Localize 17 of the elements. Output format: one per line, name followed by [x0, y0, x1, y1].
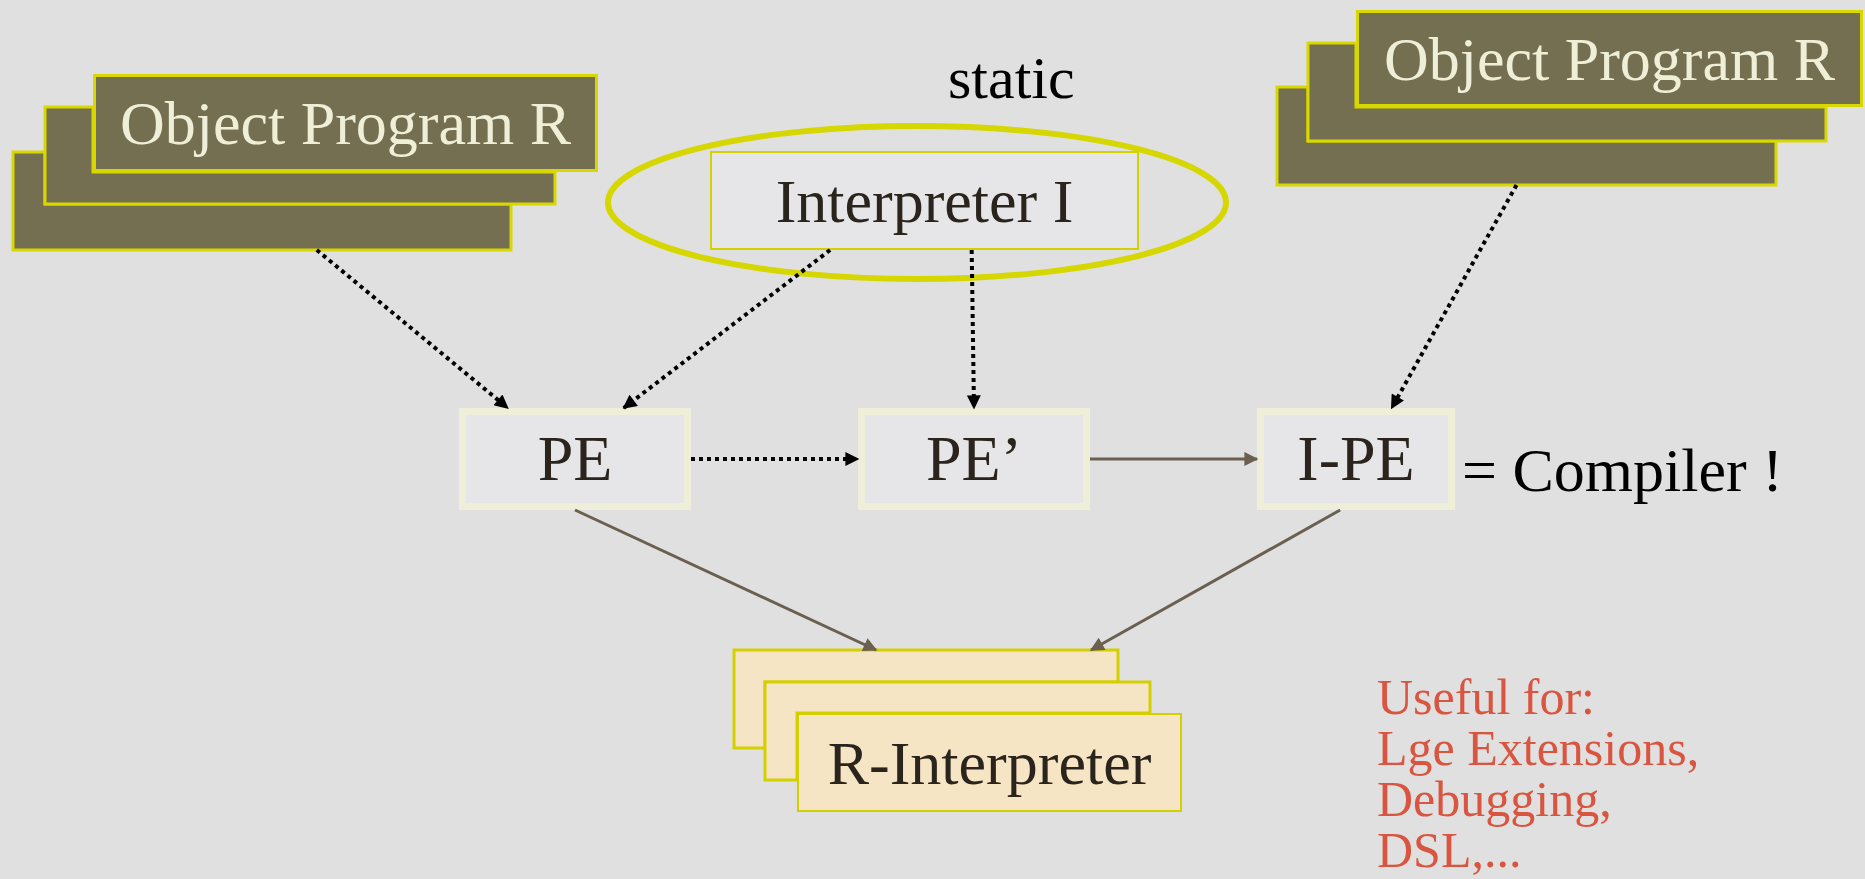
arrow [1089, 508, 1341, 652]
arrow [1090, 452, 1259, 466]
program-box: Object Program R [1356, 10, 1863, 107]
program-box: Object Program R [93, 74, 598, 172]
process-box: Interpreter I [710, 151, 1139, 250]
arrow [622, 248, 832, 410]
heading-text: static [948, 48, 1075, 108]
arrow [966, 249, 981, 410]
arrow [691, 452, 860, 466]
process-box: PE [459, 408, 691, 510]
process-box: PE’ [858, 408, 1090, 510]
document-box: R-Interpreter [797, 713, 1182, 812]
arrow [1389, 184, 1519, 410]
note-text: Lge Extensions, [1377, 723, 1700, 774]
note-text: Useful for: [1377, 672, 1596, 723]
arrow [315, 248, 509, 410]
arrow [574, 508, 878, 652]
